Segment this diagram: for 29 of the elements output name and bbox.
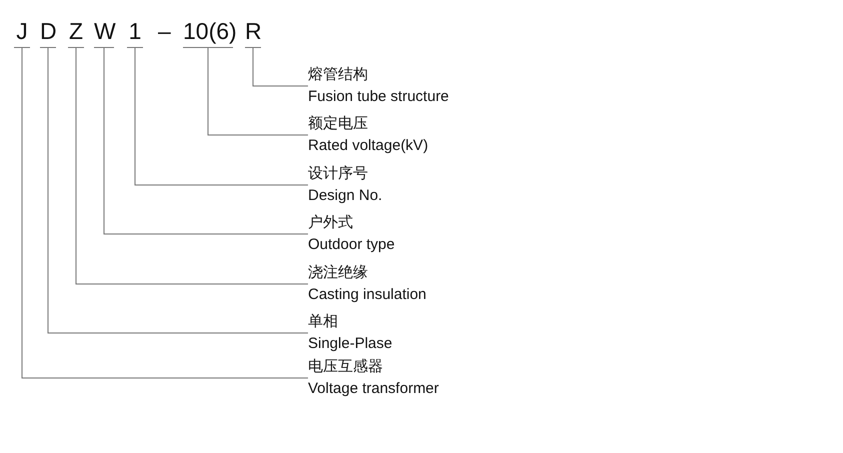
english-description: Casting insulation xyxy=(308,285,426,305)
leader-line xyxy=(76,48,308,284)
code-letter: 1 xyxy=(127,16,143,48)
leader-line xyxy=(22,48,308,378)
chinese-description: 额定电压 xyxy=(308,114,369,134)
leader-line xyxy=(252,48,308,86)
code-letter: D xyxy=(40,16,56,48)
leader-line xyxy=(208,48,308,136)
code-letter: W xyxy=(94,16,114,48)
chinese-description: 单相 xyxy=(308,312,339,332)
chinese-description: 浇注绝缘 xyxy=(308,263,369,283)
leader-line xyxy=(134,48,308,186)
english-description: Design No. xyxy=(308,186,382,206)
code-letter: Z xyxy=(68,16,84,48)
chinese-description: 设计序号 xyxy=(308,164,369,184)
chinese-description: 熔管结构 xyxy=(308,65,369,85)
english-description: Outdoor type xyxy=(308,235,395,255)
code-letter: R xyxy=(245,16,261,48)
code-letter: J xyxy=(14,16,30,48)
english-description: Voltage transformer xyxy=(308,379,439,399)
chinese-description: 户外式 xyxy=(308,213,354,233)
chinese-description: 电压互感器 xyxy=(308,357,384,377)
english-description: Rated voltage(kV) xyxy=(308,136,428,156)
leader-line xyxy=(104,48,308,234)
english-description: Single-Plase xyxy=(308,334,392,354)
separator-dash: – xyxy=(158,17,171,46)
leader-line xyxy=(48,48,308,334)
english-description: Fusion tube structure xyxy=(308,87,449,107)
code-letter: 10(6) xyxy=(183,16,233,48)
